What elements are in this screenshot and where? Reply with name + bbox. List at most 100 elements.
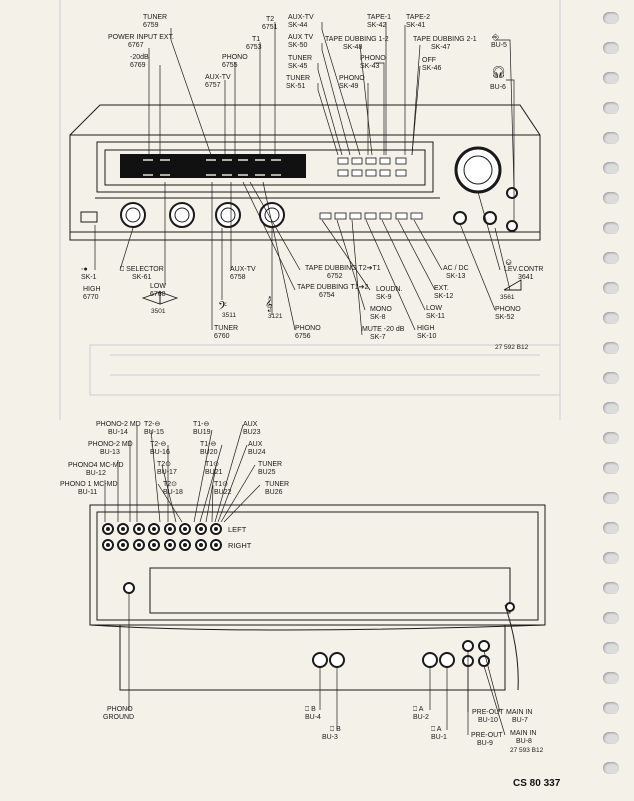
binder-hole — [603, 402, 619, 414]
document-number: CS 80 337 — [513, 778, 561, 789]
ref-27593812: 27 593 B12 — [510, 747, 544, 754]
binder-hole — [603, 582, 619, 594]
binder-hole — [603, 492, 619, 504]
label-bu6: BU-6 — [490, 84, 506, 91]
label-bu5: BU-5 — [491, 42, 507, 49]
label-t2-bu17: T2⊙BU-17 — [157, 461, 177, 476]
binder-hole — [603, 642, 619, 654]
treble-clef-symbol: 𝄞 — [265, 297, 273, 312]
ref-27592812: 27 592 B12 — [495, 344, 529, 351]
binder-hole — [603, 372, 619, 384]
label-t1-bu19: T1-⊖BU19 — [193, 421, 211, 436]
label-t1-bu22: T1⊙BU22 — [214, 481, 232, 496]
ref-3121: 3121 — [268, 313, 283, 320]
binder-hole — [603, 222, 619, 234]
binder-hole — [603, 252, 619, 264]
display-sliders — [143, 159, 281, 176]
front-knobs — [120, 146, 518, 232]
binder-hole — [603, 552, 619, 564]
power-symbol-icon: ⎉ — [505, 257, 513, 267]
binder-hole — [603, 342, 619, 354]
headphones-icon: 🎧︎ — [491, 65, 507, 79]
label-right: RIGHT — [228, 541, 252, 550]
input-selector-buttons — [319, 157, 423, 220]
binder-hole — [603, 762, 619, 774]
binder-hole — [603, 132, 619, 144]
label-power-input-ext: POWER INPUT EXT.6767 — [108, 34, 174, 49]
bass-clef-symbol: 𝄢 — [218, 300, 227, 316]
label-left: LEFT — [228, 525, 247, 534]
binder-hole — [603, 312, 619, 324]
binder-hole — [603, 102, 619, 114]
label-t2-bu18: T2⊙BU-18 — [163, 481, 183, 496]
ref-3501: 3501 — [151, 308, 166, 315]
bottom-leader-lines — [94, 181, 511, 336]
ref-3561: 3561 — [500, 294, 515, 301]
label-t1-bu21: T1⊙BU21 — [205, 461, 223, 476]
binder-hole — [603, 72, 619, 84]
label-t2-bu15: T2-⊖BU-15 — [144, 421, 164, 436]
binder-hole — [603, 702, 619, 714]
reference-symbols — [141, 279, 522, 305]
label-t2-bu16: T2-⊖BU-16 — [150, 441, 170, 456]
label-t1-bu20: T1-⊖BU20 — [200, 441, 218, 456]
binder-hole — [603, 282, 619, 294]
binder-hole — [603, 192, 619, 204]
top-leader-lines — [148, 22, 515, 221]
rear-panel — [89, 504, 546, 691]
ref-3511: 3511 — [222, 312, 236, 319]
binder-hole — [603, 522, 619, 534]
binder-hole — [603, 732, 619, 744]
binder-hole — [603, 462, 619, 474]
label-loudn-sk9: LOUDN.SK-9 — [376, 286, 403, 301]
label-ext-sk12: EXT.SK-12 — [434, 285, 454, 300]
binder-hole — [603, 162, 619, 174]
display-window — [120, 154, 306, 178]
label-sk1: ◦●SK-1 — [81, 266, 97, 281]
